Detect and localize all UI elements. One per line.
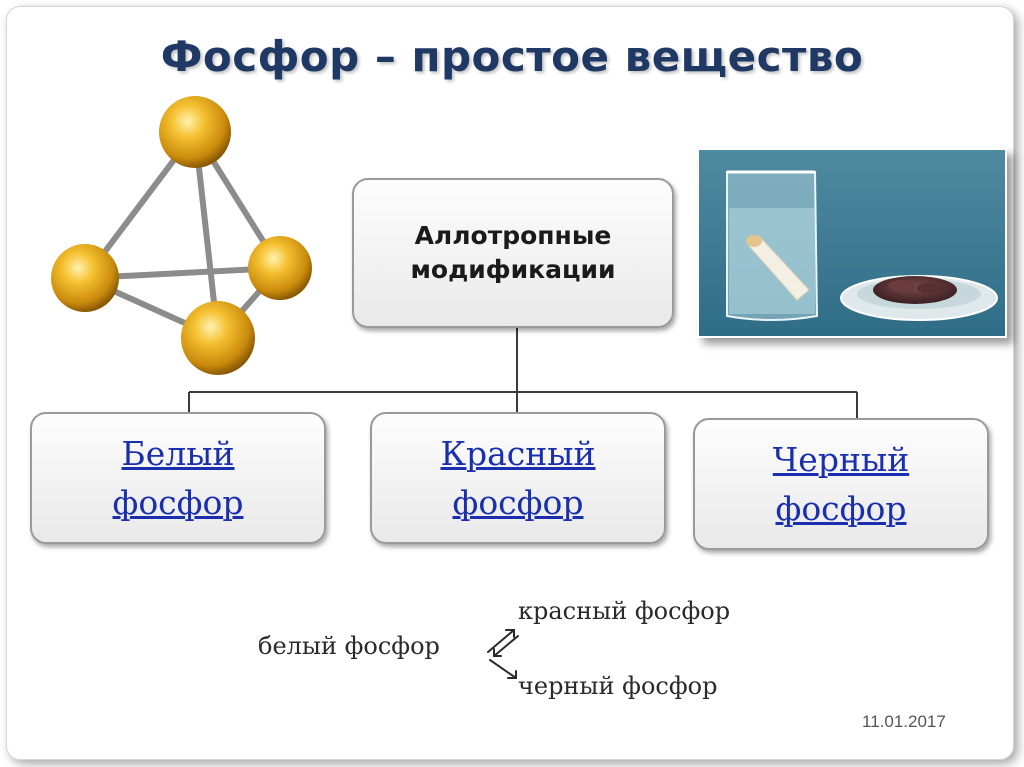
scheme-black-phosphorus: черный фосфор <box>518 672 718 700</box>
black-phosphorus-box: Черный фосфор <box>693 418 989 550</box>
slide-title: Фосфор – простое вещество <box>160 32 864 81</box>
atom-left <box>51 244 119 312</box>
white-phosphorus-box: Белый фосфор <box>30 412 326 544</box>
atom-bottom <box>181 301 255 375</box>
allotropes-heading-box: Аллотропные модификации <box>352 178 674 328</box>
white-phosphorus-link[interactable]: Белый фосфор <box>112 433 244 523</box>
red-phosphorus-box: Красный фосфор <box>370 412 666 544</box>
p4-tetrahedron-molecule-icon <box>51 96 312 375</box>
equilibrium-arrows-icon <box>487 629 519 679</box>
scheme-red-phosphorus: красный фосфор <box>518 597 731 625</box>
atom-top <box>159 96 231 168</box>
allotropes-heading-label: Аллотропные модификации <box>410 221 616 284</box>
atom-right <box>248 236 312 300</box>
red-phosphorus-link[interactable]: Красный фосфор <box>440 433 596 523</box>
black-phosphorus-link[interactable]: Черный фосфор <box>772 439 910 529</box>
white-and-red-phosphorus-photo <box>697 148 1007 338</box>
slide-date: 11.01.2017 <box>862 712 946 731</box>
scheme-white-phosphorus: белый фосфор <box>258 632 440 660</box>
